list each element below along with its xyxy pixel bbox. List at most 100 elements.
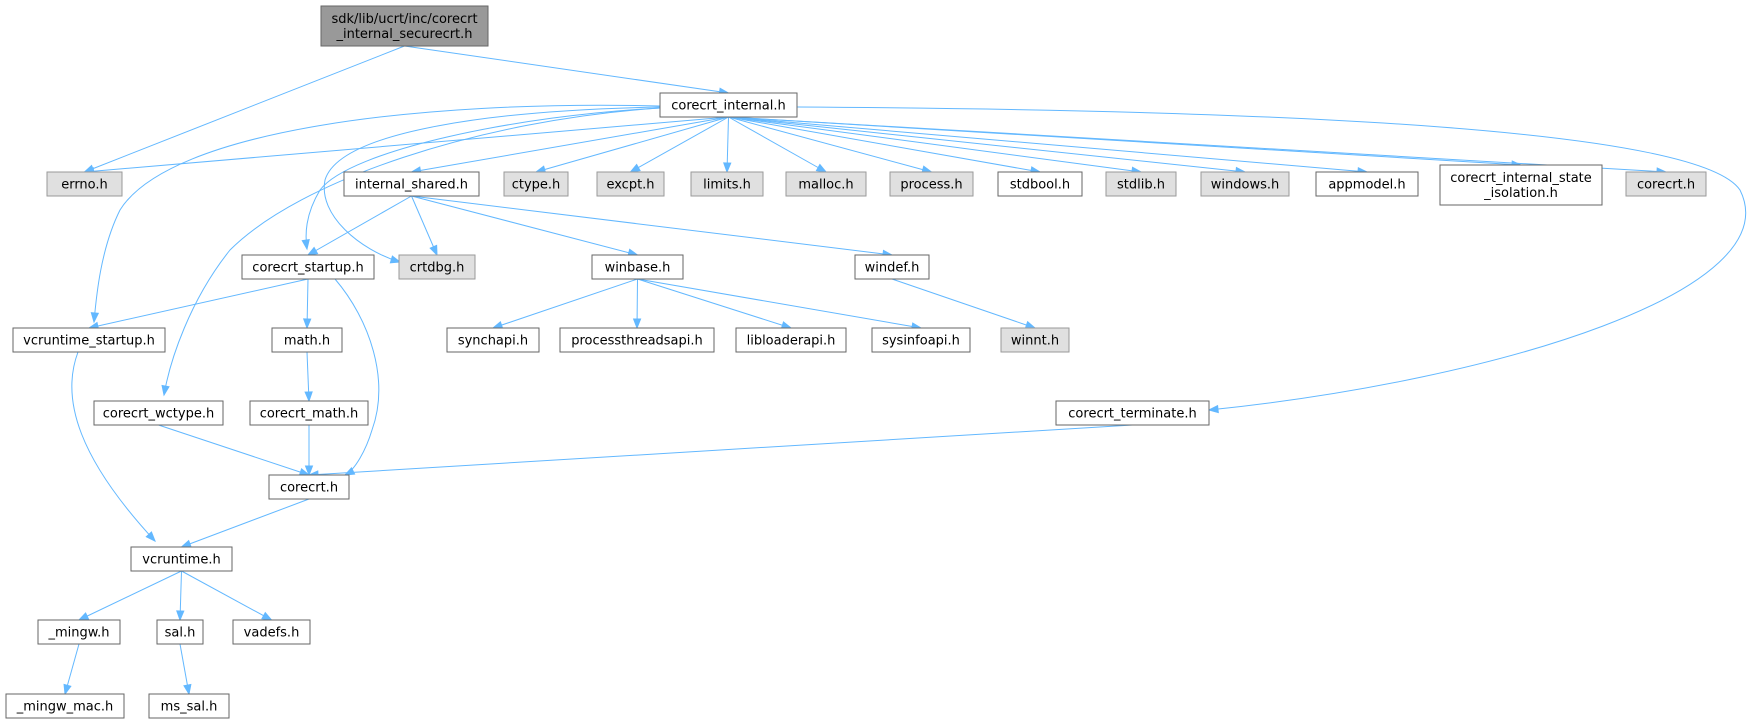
edge-line	[181, 570, 272, 621]
node-box	[320, 5, 489, 47]
edge-internal_shared-to-crtdbg	[411, 195, 438, 257]
node-box	[735, 327, 847, 353]
node-label: windef.h	[865, 261, 920, 276]
edge-corecrt_terminate-to-corecrt	[307, 424, 1133, 479]
node-vcruntime[interactable]: vcruntime.h	[130, 546, 233, 572]
node-vadefs[interactable]: vadefs.h	[232, 619, 311, 645]
node-corecrt-wctype[interactable]: corecrt_wctype.h	[93, 400, 224, 426]
edge-arrowhead	[723, 162, 732, 174]
node-stdlib: stdlib.h	[1105, 171, 1177, 197]
node-box	[1200, 171, 1290, 197]
node-malloc: malloc.h	[785, 171, 867, 197]
node-box	[559, 327, 715, 353]
node-box	[871, 327, 971, 353]
edge-arrowhead	[180, 539, 192, 548]
node-mingw-mac[interactable]: _mingw_mac.h	[5, 693, 125, 719]
node-corecrt[interactable]: corecrt.h	[268, 474, 350, 500]
edge-arrowhead	[261, 611, 273, 621]
node-windef[interactable]: windef.h	[854, 254, 930, 280]
node-label: internal_shared.h	[355, 178, 468, 193]
node-root[interactable]: sdk/lib/ucrt/inc/corecrt_internal_secure…	[320, 5, 489, 47]
edge-line	[728, 116, 1667, 173]
node-synchapi[interactable]: synchapi.h	[446, 327, 540, 353]
edge-arrowhead	[343, 466, 356, 476]
edge-vcruntime-to-sal	[176, 570, 185, 622]
edge-line	[411, 195, 638, 256]
edge-corecrt_internal-to-appmodel	[728, 116, 1369, 176]
node-internal-shared[interactable]: internal_shared.h	[343, 171, 480, 197]
node-box	[271, 327, 343, 353]
edge-winbase-to-sysinfoapi	[637, 278, 923, 331]
edge-line	[630, 116, 729, 173]
edge-line	[307, 195, 412, 256]
edge-corecrt_startup-to-corecrt	[334, 278, 380, 476]
node-sysinfoapi[interactable]: sysinfoapi.h	[871, 327, 971, 353]
node-state-isolation[interactable]: corecrt_internal_state_isolation.h	[1439, 164, 1603, 206]
edge-corecrt_internal-to-internal_shared	[410, 116, 729, 175]
edge-arrowhead	[63, 683, 72, 696]
node-corecrt-startup[interactable]: corecrt_startup.h	[241, 254, 375, 280]
node-box	[503, 171, 569, 197]
node-box	[249, 400, 369, 426]
node-box	[130, 546, 233, 572]
node-label: _isolation.h	[1483, 186, 1558, 201]
node-appmodel[interactable]: appmodel.h	[1315, 171, 1419, 197]
node-label: winnt.h	[1011, 334, 1059, 349]
node-box	[1105, 171, 1177, 197]
node-box	[1315, 171, 1419, 197]
edge-line	[535, 116, 729, 173]
edge-corecrt_internal-to-corecrt_startup	[301, 107, 661, 251]
node-label: ctype.h	[512, 178, 561, 193]
node-corecrt-internal[interactable]: corecrt_internal.h	[659, 92, 798, 118]
edge-arrowhead	[304, 391, 313, 403]
edge-line	[84, 116, 729, 173]
node-box	[46, 171, 123, 197]
node-box	[232, 619, 311, 645]
node-limits: limits.h	[690, 171, 764, 197]
node-label: vcruntime_startup.h	[23, 334, 155, 349]
node-label: errno.h	[61, 178, 108, 193]
node-label: corecrt_wctype.h	[103, 407, 214, 422]
edge-arrowhead	[1207, 404, 1219, 414]
node-corecrt-math[interactable]: corecrt_math.h	[249, 400, 369, 426]
node-label: windows.h	[1211, 178, 1279, 193]
node-box	[343, 171, 480, 197]
node-corecrt-terminate[interactable]: corecrt_terminate.h	[1055, 400, 1210, 426]
node-math[interactable]: math.h	[271, 327, 343, 353]
node-label: vadefs.h	[244, 626, 300, 641]
node-excpt: excpt.h	[596, 171, 665, 197]
node-mingw[interactable]: _mingw.h	[37, 619, 121, 645]
edge-line	[323, 106, 661, 263]
edge-arrowhead	[632, 318, 642, 330]
node-box	[997, 171, 1083, 197]
edge-arrowhead	[304, 465, 314, 477]
edge-line	[728, 116, 1142, 173]
node-label: crtdbg.h	[410, 261, 465, 276]
node-label: vcruntime.h	[142, 553, 220, 568]
node-sal[interactable]: sal.h	[156, 619, 204, 645]
node-box	[889, 171, 974, 197]
node-winbase[interactable]: winbase.h	[591, 254, 684, 280]
edge-windef-to-winnt	[891, 278, 1037, 329]
node-libloaderapi[interactable]: libloaderapi.h	[735, 327, 847, 353]
edge-line	[637, 278, 922, 329]
edge-line	[411, 195, 893, 256]
node-ms-sal[interactable]: ms_sal.h	[148, 693, 230, 719]
node-vcruntime-startup[interactable]: vcruntime_startup.h	[12, 327, 166, 353]
edge-line	[404, 45, 729, 94]
node-label: corecrt.h	[1637, 178, 1695, 193]
edge-line	[308, 424, 1133, 476]
node-label: sysinfoapi.h	[882, 334, 960, 349]
edge-line	[728, 116, 932, 173]
node-label: _mingw_mac.h	[16, 700, 114, 715]
edge-line	[728, 116, 1041, 173]
node-box	[241, 254, 375, 280]
node-processthreadsapi[interactable]: processthreadsapi.h	[559, 327, 715, 353]
node-stdbool[interactable]: stdbool.h	[997, 171, 1083, 197]
node-label: stdbool.h	[1010, 178, 1070, 193]
node-label: ms_sal.h	[161, 700, 218, 715]
node-label: corecrt_internal_state	[1450, 171, 1592, 186]
node-box	[591, 254, 684, 280]
edge-root-to-errno	[83, 45, 405, 173]
